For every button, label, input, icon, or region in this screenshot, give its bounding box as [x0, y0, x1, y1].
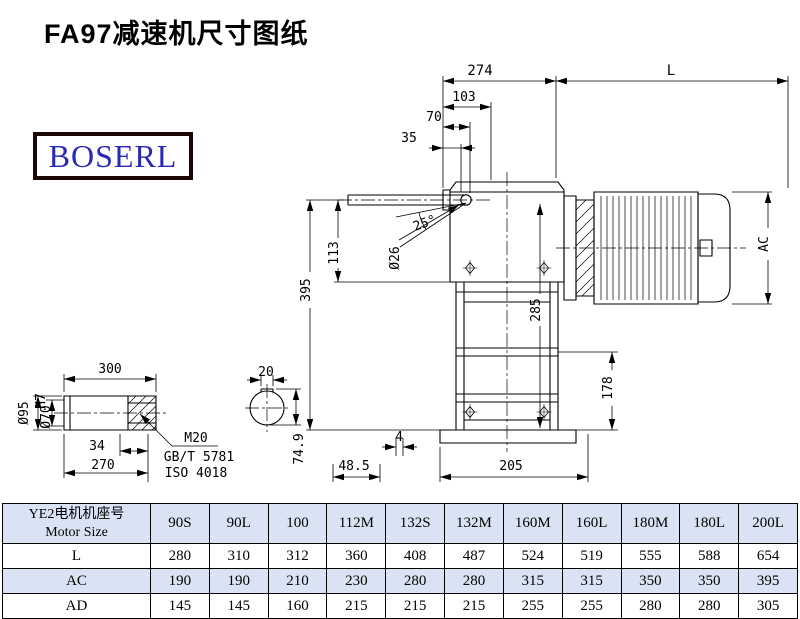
cell: 305: [738, 593, 798, 619]
col-header: 112M: [326, 503, 387, 544]
dim-o70-label: Ø70: [39, 405, 54, 428]
col-header: 160M: [502, 503, 563, 544]
cell: 395: [738, 568, 798, 594]
dim-L-label: L: [667, 63, 675, 79]
dim-113-label: 113: [327, 241, 342, 264]
page-title: FA97减速机尺寸图纸: [44, 19, 309, 49]
col-header: 160L: [561, 503, 622, 544]
col-header: 132M: [444, 503, 504, 544]
cell: 215: [326, 593, 387, 619]
cell: 312: [267, 543, 328, 569]
cell: 280: [385, 568, 446, 594]
cell: 588: [679, 543, 740, 569]
cell: 280: [679, 593, 740, 619]
row-label: L: [2, 543, 151, 569]
cell: 315: [502, 568, 563, 594]
cell: 215: [385, 593, 446, 619]
motor-fan-cowl: [697, 193, 731, 303]
cell: 555: [620, 543, 681, 569]
dim-74-9-label: 74.9: [292, 433, 307, 464]
motor: [556, 191, 746, 305]
cell: 160: [267, 593, 328, 619]
dim-o26-label: Ø26: [388, 246, 403, 269]
size-header-cell: YE2电机机座号 Motor Size: [2, 503, 151, 544]
cell: 280: [150, 543, 210, 569]
col-header: 132S: [385, 503, 446, 544]
size-header-cn: YE2电机机座号: [28, 506, 125, 522]
dim-274-label: 274: [467, 63, 492, 79]
cell: 360: [326, 543, 387, 569]
col-header: 90S: [150, 503, 210, 544]
cell: 524: [502, 543, 563, 569]
bolt-spec-m20-label: M20: [184, 431, 207, 446]
dim-300-label: 300: [98, 362, 121, 377]
dim-70-label: 70: [426, 110, 442, 125]
dim-o70h7-label: Ø70 H7: [34, 393, 54, 429]
dim-35-label: 35: [401, 131, 417, 146]
dim-103-label: 103: [452, 90, 475, 105]
boserl-logo-text: BOSERL: [48, 137, 178, 174]
cell: 255: [502, 593, 563, 619]
motor-size-table: YE2电机机座号 Motor Size 90S 90L 100 112M 132…: [2, 503, 798, 619]
col-header: 100: [267, 503, 328, 544]
bolt-spec-gbt-label: GB/T 5781: [164, 450, 234, 465]
row-label: AD: [2, 593, 151, 619]
dim-285-label: 285: [529, 298, 544, 321]
dim-4-label: 4: [395, 430, 403, 445]
cell: 215: [444, 593, 504, 619]
cell: 350: [679, 568, 740, 594]
technical-drawing: 274 L 103 70 35 25° Ø26 113 395 285 AC 1…: [17, 63, 789, 482]
keyway-section-drawing: [245, 384, 289, 432]
boserl-logo: BOSERL: [33, 132, 193, 180]
table-row-L: L 280 310 312 360 408 487 524 519 555 58…: [2, 543, 798, 569]
table-header-row: YE2电机机座号 Motor Size 90S 90L 100 112M 132…: [2, 503, 798, 544]
cell: 519: [561, 543, 622, 569]
row-label: AC: [2, 568, 151, 594]
dim-o95-label: Ø95: [17, 401, 32, 424]
col-header: 180L: [679, 503, 740, 544]
cell: 230: [326, 568, 387, 594]
motor-body: [593, 191, 699, 305]
cell: 487: [444, 543, 504, 569]
dim-48-5-label: 48.5: [338, 459, 369, 474]
dim-270-label: 270: [91, 458, 114, 473]
col-header: 180M: [620, 503, 681, 544]
cell: 145: [150, 593, 210, 619]
dim-205-label: 205: [499, 459, 522, 474]
cell: 145: [208, 593, 269, 619]
table-row-AC: AC 190 190 210 230 280 280 315 315 350 3…: [2, 568, 798, 594]
bolt-spec-iso-label: ISO 4018: [165, 466, 228, 481]
cell: 190: [208, 568, 269, 594]
cell: 315: [561, 568, 622, 594]
dim-AC-label: AC: [757, 236, 772, 252]
cell: 654: [738, 543, 798, 569]
col-header: 200L: [738, 503, 798, 544]
cell: 280: [444, 568, 504, 594]
table-row-AD: AD 145 145 160 215 215 215 255 255 280 2…: [2, 593, 798, 619]
dim-34-label: 34: [89, 439, 105, 454]
dim-o70-tolerance-label: H7: [34, 393, 49, 409]
cell: 280: [620, 593, 681, 619]
dim-178-label: 178: [601, 376, 616, 399]
motor-flange: [563, 195, 577, 301]
col-header: 90L: [208, 503, 269, 544]
size-header-en: Motor Size: [45, 524, 108, 540]
gearbox-housing: [439, 172, 577, 452]
cell: 255: [561, 593, 622, 619]
cell: 310: [208, 543, 269, 569]
dim-angle-label: 25°: [411, 213, 438, 235]
cell: 210: [267, 568, 328, 594]
dim-20-label: 20: [258, 365, 274, 380]
dim-395-label: 395: [299, 278, 314, 301]
cell: 190: [150, 568, 210, 594]
input-shaft: [338, 194, 490, 206]
cell: 408: [385, 543, 446, 569]
cell: 350: [620, 568, 681, 594]
